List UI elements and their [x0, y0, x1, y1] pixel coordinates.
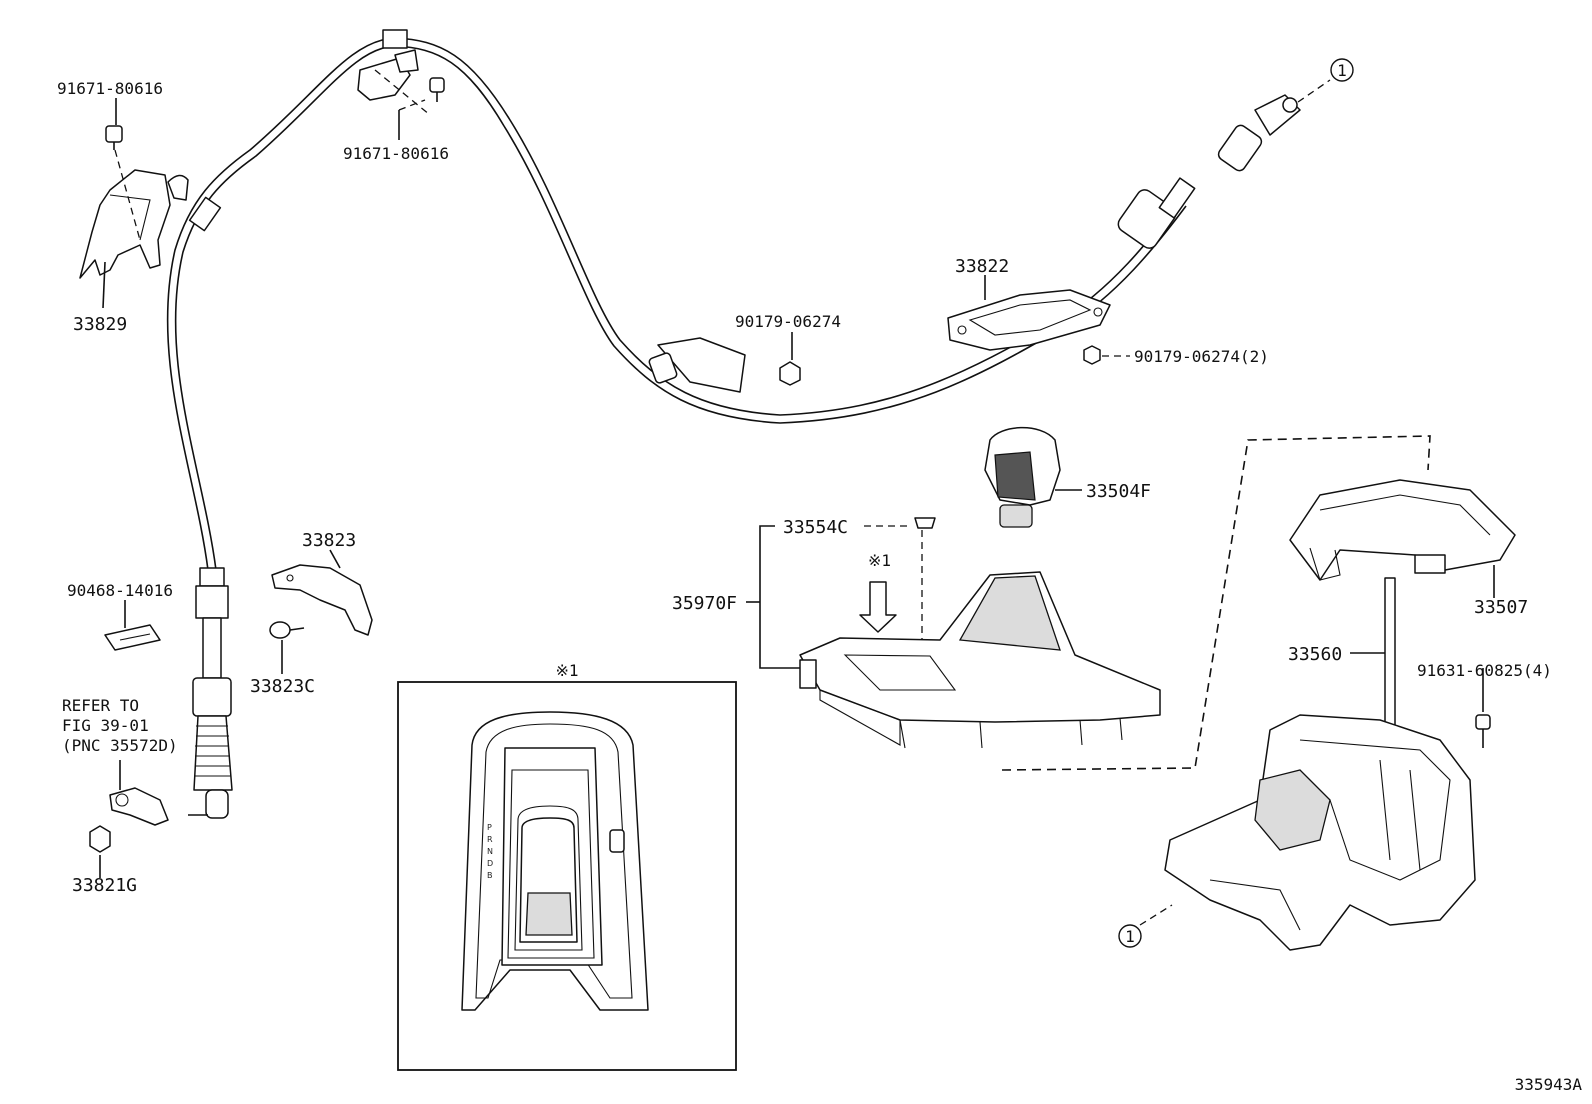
cable-end-joint — [1217, 124, 1263, 172]
bolt-top — [429, 77, 445, 93]
refer-note-line-2: FIG 39-01 — [62, 716, 149, 735]
bracket-33823 — [271, 564, 373, 636]
bolt-33823c — [269, 621, 305, 639]
detail-panel — [397, 681, 737, 1071]
svg-text:1: 1 — [1337, 61, 1347, 80]
shift-cable — [166, 29, 1331, 571]
callout-link — [1139, 904, 1173, 926]
shift-lever-assy — [1164, 577, 1476, 951]
label-note-mark-arrow: ※1 — [868, 551, 891, 570]
label-33823: 33823 — [302, 530, 356, 551]
clip-33554c — [914, 517, 936, 640]
label-91631: 91631-60825(4) — [1417, 661, 1552, 680]
clip-90468 — [104, 624, 161, 651]
label-33554c: 33554C — [783, 517, 848, 538]
label-bolt-top: 91671-80616 — [343, 144, 449, 163]
label-33821g: 33821G — [72, 875, 137, 896]
callout-circle-top: 1 — [1330, 58, 1354, 82]
cable-end-nut — [1158, 177, 1196, 219]
cable-clamp — [648, 352, 678, 384]
nut-90179-b — [1083, 345, 1130, 365]
label-bolt-left: 91671-80616 — [57, 79, 163, 98]
cable-ferrule — [188, 196, 222, 232]
leader-lines — [99, 98, 1495, 878]
gear-letter-r: R — [487, 835, 493, 844]
gear-letter-n: N — [487, 847, 493, 856]
label-35970f: 35970F — [672, 593, 737, 614]
label-33504f: 33504F — [1086, 481, 1151, 502]
cable-lower-end — [188, 567, 233, 819]
bolt-91631 — [1475, 714, 1491, 748]
cable-end-hole — [1282, 97, 1298, 113]
refer-note-line-3: (PNC 35572D) — [62, 736, 178, 755]
label-33560: 33560 — [1288, 644, 1342, 665]
refer-note-line-1: REFER TO — [62, 696, 139, 715]
callout-circle-bottom: 1 — [1118, 924, 1142, 948]
label-33822: 33822 — [955, 256, 1009, 277]
shift-knob — [984, 426, 1061, 528]
label-33507: 33507 — [1474, 597, 1528, 618]
label-90468: 90468-14016 — [67, 581, 173, 600]
diagram-id: 335943A — [1515, 1075, 1583, 1094]
svg-text:1: 1 — [1125, 927, 1135, 946]
gear-letter-p: P — [487, 823, 492, 832]
bracket-33829 — [79, 125, 189, 279]
cover-33507 — [1289, 479, 1516, 581]
nut-90179-a — [779, 361, 801, 386]
cable-ferrule-top — [382, 29, 408, 49]
label-90179-b: 90179-06274(2) — [1134, 347, 1269, 366]
detail-panel-title: ※1 — [555, 661, 578, 680]
console-35970f — [799, 571, 1161, 749]
key-cylinder-ref — [109, 760, 169, 826]
gear-letter-d: D — [487, 859, 493, 868]
cable-clamp-bracket — [657, 337, 746, 393]
label-90179-a: 90179-06274 — [735, 312, 841, 331]
assembly-boundary — [1001, 435, 1431, 771]
view-arrow — [859, 581, 897, 633]
plate-33822 — [947, 289, 1111, 351]
label-33829: 33829 — [73, 314, 127, 335]
gear-letter-b: B — [487, 871, 493, 880]
bolt-left — [105, 125, 123, 143]
label-33823c: 33823C — [250, 676, 315, 697]
nut-33821g — [89, 825, 111, 853]
bracket-top — [357, 49, 445, 116]
